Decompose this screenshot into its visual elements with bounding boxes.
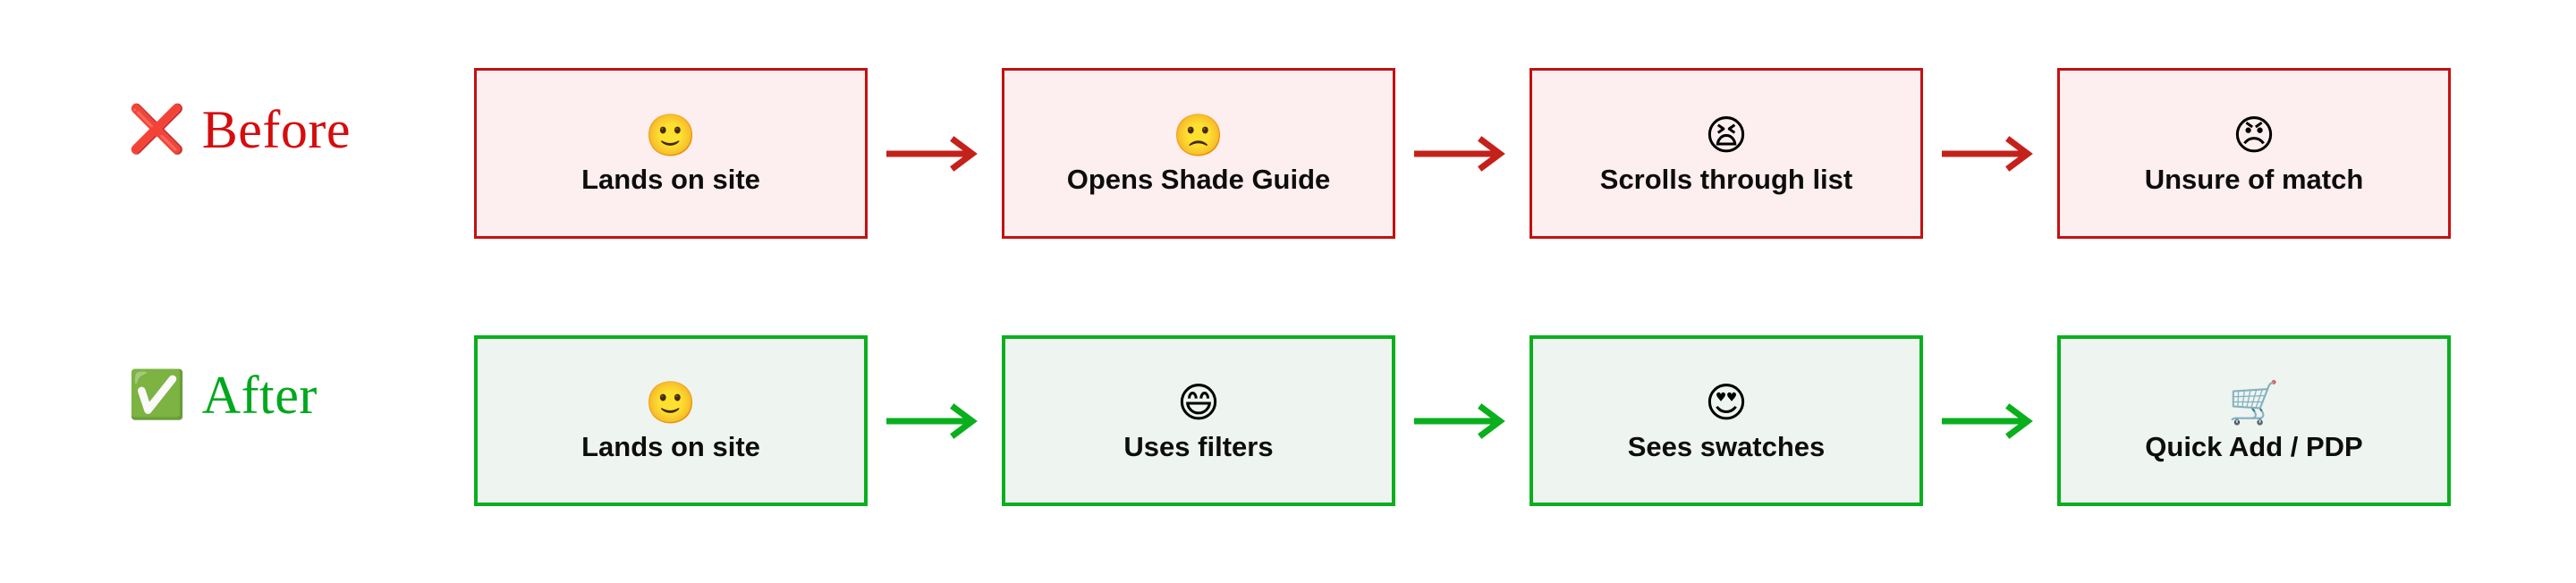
angry-face-emoji: 😠 [2233,111,2275,160]
journey-step-label: Unsure of match [2144,164,2364,196]
arrow-right-icon [1395,68,1530,239]
row-label-before: ❌ Before [128,103,351,156]
check-mark-button-icon: ✅ [128,368,186,422]
arrow-right-icon [1923,68,2057,239]
row-label-after: ✅ After [128,368,318,422]
shopping-cart-emoji: 🛒 [2228,378,2280,427]
journey-step-card[interactable]: 😄 Uses filters [1002,335,1395,506]
journey-step-card[interactable]: 😍 Sees swatches [1530,335,1923,506]
journey-track-before: 🙂 Lands on site 🙁 Opens Shade Guide 😫 Sc… [474,68,2451,239]
journey-step-card[interactable]: 😫 Scrolls through list [1530,68,1923,239]
tired-face-emoji: 😫 [1705,111,1748,160]
journey-step-card[interactable]: 🛒 Quick Add / PDP [2057,335,2451,506]
slightly-smiling-face-emoji: 🙂 [645,111,697,160]
grinning-face-with-smiling-eyes-emoji: 😄 [1177,378,1220,427]
arrow-right-icon [868,335,1002,506]
journey-step-label: Lands on site [581,164,760,196]
journey-step-card[interactable]: 🙂 Lands on site [474,68,868,239]
journey-step-label: Lands on site [581,431,760,463]
journey-step-label: Scrolls through list [1599,164,1853,196]
cross-mark-icon: ❌ [128,103,186,156]
journey-step-card[interactable]: 🙂 Lands on site [474,335,868,506]
journey-step-label: Sees swatches [1627,431,1826,463]
journey-step-card[interactable]: 😠 Unsure of match [2057,68,2451,239]
row-title-before: Before [201,100,351,159]
slightly-frowning-face-emoji: 🙁 [1173,111,1224,160]
journey-track-after: 🙂 Lands on site 😄 Uses filters 😍 Sees sw… [474,335,2451,506]
smiling-face-with-heart-eyes-emoji: 😍 [1705,378,1748,427]
arrow-right-icon [1923,335,2057,506]
arrow-right-icon [1395,335,1530,506]
journey-step-label: Uses filters [1123,431,1274,463]
slightly-smiling-face-emoji: 🙂 [645,378,697,427]
journey-step-card[interactable]: 🙁 Opens Shade Guide [1002,68,1395,239]
journey-step-label: Opens Shade Guide [1066,164,1331,196]
arrow-right-icon [868,68,1002,239]
row-title-after: After [201,366,318,425]
journey-step-label: Quick Add / PDP [2145,431,2363,463]
